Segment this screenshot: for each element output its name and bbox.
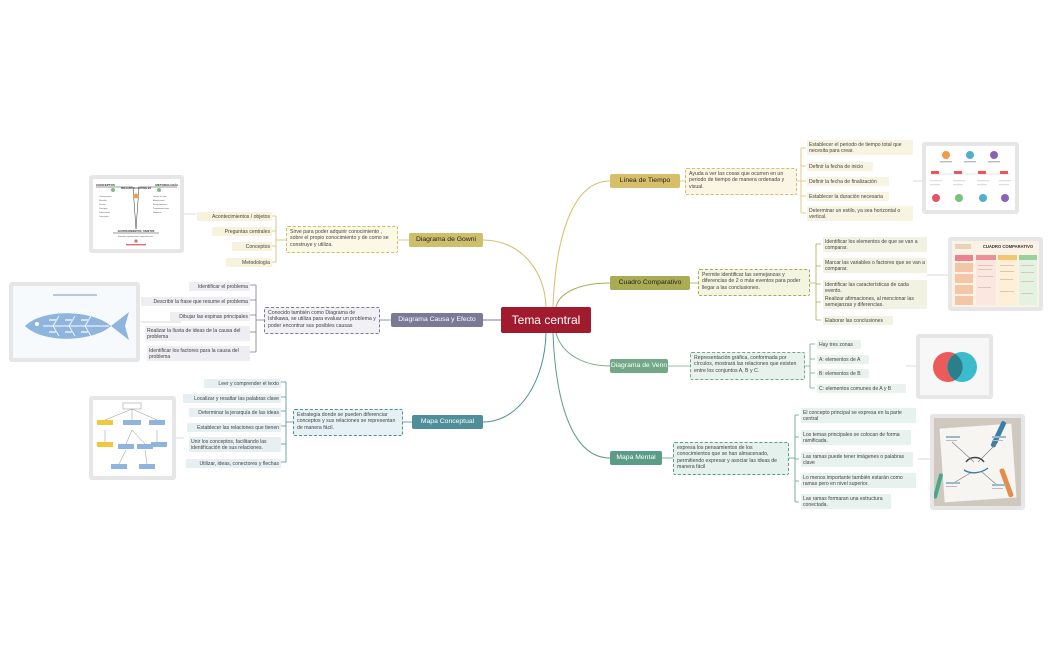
comparison-chart-image[interactable]: CUADRO COMPARATIVO <box>948 237 1043 311</box>
central-topic[interactable]: Tema central <box>501 307 591 333</box>
comparativo-item[interactable]: Marcar las variables o factores que se v… <box>823 258 927 274</box>
svg-text:METODOLOGÍA: METODOLOGÍA <box>155 182 178 187</box>
mental-item[interactable]: Las ramas formaran una estructura conect… <box>801 494 891 510</box>
mental-item[interactable]: Las ramas puede tener imágenes o palabra… <box>801 452 913 468</box>
svg-text:PREGUNTAS CENTRALES: PREGUNTAS CENTRALES <box>121 187 152 190</box>
gowin-item[interactable]: Acontecimientos / objetos <box>197 212 272 222</box>
link-center-conceptual <box>482 332 547 423</box>
link-center-venn <box>555 332 611 367</box>
topic-diagrama-causa-efecto[interactable]: Diagrama Causa y Efecto <box>391 313 483 327</box>
svg-text:Interpretaciones: Interpretaciones <box>153 203 167 206</box>
venn-diagram-image[interactable] <box>916 334 993 399</box>
causa-item[interactable]: Dibujar las espinas principales <box>170 312 250 322</box>
tiempo-item[interactable]: Definir la fecha de finalización <box>807 177 889 187</box>
timeline-image[interactable] <box>922 142 1019 214</box>
tiempo-item[interactable]: Definir la fecha de inicio <box>807 162 873 172</box>
svg-text:Afirmaciones: Afirmaciones <box>153 199 165 202</box>
conceptual-item[interactable]: Determinar la jerarquía de las ideas <box>189 408 281 418</box>
venn-item[interactable]: A: elementos de A <box>817 355 869 365</box>
conceptual-item[interactable]: Unir los conceptos, facilitando las iden… <box>189 437 281 453</box>
causa-item[interactable]: Identificar el problema <box>189 282 250 292</box>
svg-text:Filosofía: Filosofía <box>99 200 107 202</box>
venn-item[interactable]: B: elementos de B <box>817 369 869 379</box>
svg-text:CONCEPTOS: CONCEPTOS <box>96 183 115 187</box>
mental-description[interactable]: expresa los pensamientos de los conocimi… <box>673 442 789 475</box>
conceptual-item[interactable]: Utilizar, ideas, conectores y flechas <box>186 459 281 469</box>
svg-text:CUADRO COMPARATIVO: CUADRO COMPARATIVO <box>983 244 1034 249</box>
mental-item[interactable]: Los temas principales se colocan de form… <box>801 430 911 446</box>
mind-map-photo-image[interactable] <box>930 414 1025 510</box>
svg-text:Concepciones: Concepciones <box>99 196 112 198</box>
tiempo-item[interactable]: Determinar un estilo, ya sea horizontal … <box>807 206 913 222</box>
svg-text:Registros: Registros <box>153 211 161 214</box>
fishbone-diagram-image[interactable] <box>9 282 140 362</box>
comparativo-description[interactable]: Permite identificar las semejanzas y dif… <box>698 269 810 296</box>
svg-text:Juicios de valor: Juicios de valor <box>153 196 167 198</box>
venn-item[interactable]: C: elementos comunes de A y B <box>817 384 906 394</box>
concept-map-image[interactable] <box>89 396 176 480</box>
svg-text:Eventos, experimentos, entrevi: Eventos, experimentos, entrevistas, etc. <box>118 235 154 238</box>
causa-item[interactable]: Identificar los factores para la causa d… <box>147 346 250 362</box>
causa-item[interactable]: Realizar la lluvia de ideas de la causa … <box>145 326 250 342</box>
gowin-description[interactable]: Sirve para poder adquirir conocimiento ,… <box>286 226 398 253</box>
gowin-item[interactable]: Conceptos <box>232 242 272 252</box>
conceptual-item[interactable]: Establecer las relaciones que tienen <box>187 423 281 433</box>
svg-text:ACONTECIMIENTOS / OBJETOS: ACONTECIMIENTOS / OBJETOS <box>118 230 155 233</box>
svg-text:Teorías: Teorías <box>99 204 106 206</box>
causa-item[interactable]: Describir la frase que resume el problem… <box>141 297 250 307</box>
link-center-tiempo <box>552 180 611 308</box>
topic-linea-tiempo[interactable]: Línea de Tiempo <box>610 174 680 188</box>
svg-text:Conceptos: Conceptos <box>99 215 109 218</box>
tiempo-description[interactable]: Ayuda a ver las cosas que ocurren en un … <box>685 168 797 195</box>
comparativo-item[interactable]: Realizar afirmaciones, al mencionar las … <box>823 294 927 310</box>
comparativo-item[interactable]: Identificar las características de cada … <box>823 280 927 296</box>
causa-description[interactable]: Conocido también como Diagrama de Ishika… <box>264 307 380 334</box>
gowin-diagram-image[interactable]: CONCEPTOS PREGUNTAS CENTRALES METODOLOGÍ… <box>89 175 184 253</box>
topic-diagrama-venn[interactable]: Diagrama de Venn <box>610 359 668 373</box>
tiempo-item[interactable]: Establecer el periodo de tiempo total qu… <box>807 140 913 156</box>
conceptual-description[interactable]: Estrategia donde se pueden diferenciar c… <box>293 409 403 436</box>
svg-text:Principios: Principios <box>99 208 108 210</box>
mental-item[interactable]: Lo menos importante también estarán como… <box>801 473 916 489</box>
tiempo-item[interactable]: Establecer la duración necesaria <box>807 192 889 202</box>
venn-item[interactable]: Hay tres zonas <box>817 340 861 350</box>
gowin-item[interactable]: Metodología <box>226 258 272 268</box>
venn-description[interactable]: Representación gráfica, conformada por c… <box>690 352 805 380</box>
comparativo-item[interactable]: Identificar los elementos de que se van … <box>823 237 927 253</box>
svg-text:Definiciones: Definiciones <box>99 212 110 214</box>
topic-mapa-mental[interactable]: Mapa Mental <box>610 451 662 465</box>
conceptual-item[interactable]: Leer y comprender el texto <box>204 379 281 389</box>
link-center-gowin <box>482 239 547 308</box>
topic-diagrama-gowin[interactable]: Diagrama de Gowni <box>409 233 483 247</box>
conceptual-item[interactable]: Localizar y resaltar las palabras clave <box>183 394 281 404</box>
link-center-comparativo <box>555 282 611 308</box>
svg-text:Transformaciones: Transformaciones <box>153 208 169 210</box>
gowin-item[interactable]: Preguntas centrales <box>212 227 272 237</box>
topic-mapa-conceptual[interactable]: Mapa Conceptual <box>412 415 483 429</box>
comparativo-item[interactable]: Elaborar las conclusiones <box>823 316 893 326</box>
link-center-mental <box>552 332 611 459</box>
topic-cuadro-comparativo[interactable]: Cuadro Comparativo <box>610 276 690 290</box>
mental-item[interactable]: El concepto principal se expresa en la p… <box>801 408 916 424</box>
